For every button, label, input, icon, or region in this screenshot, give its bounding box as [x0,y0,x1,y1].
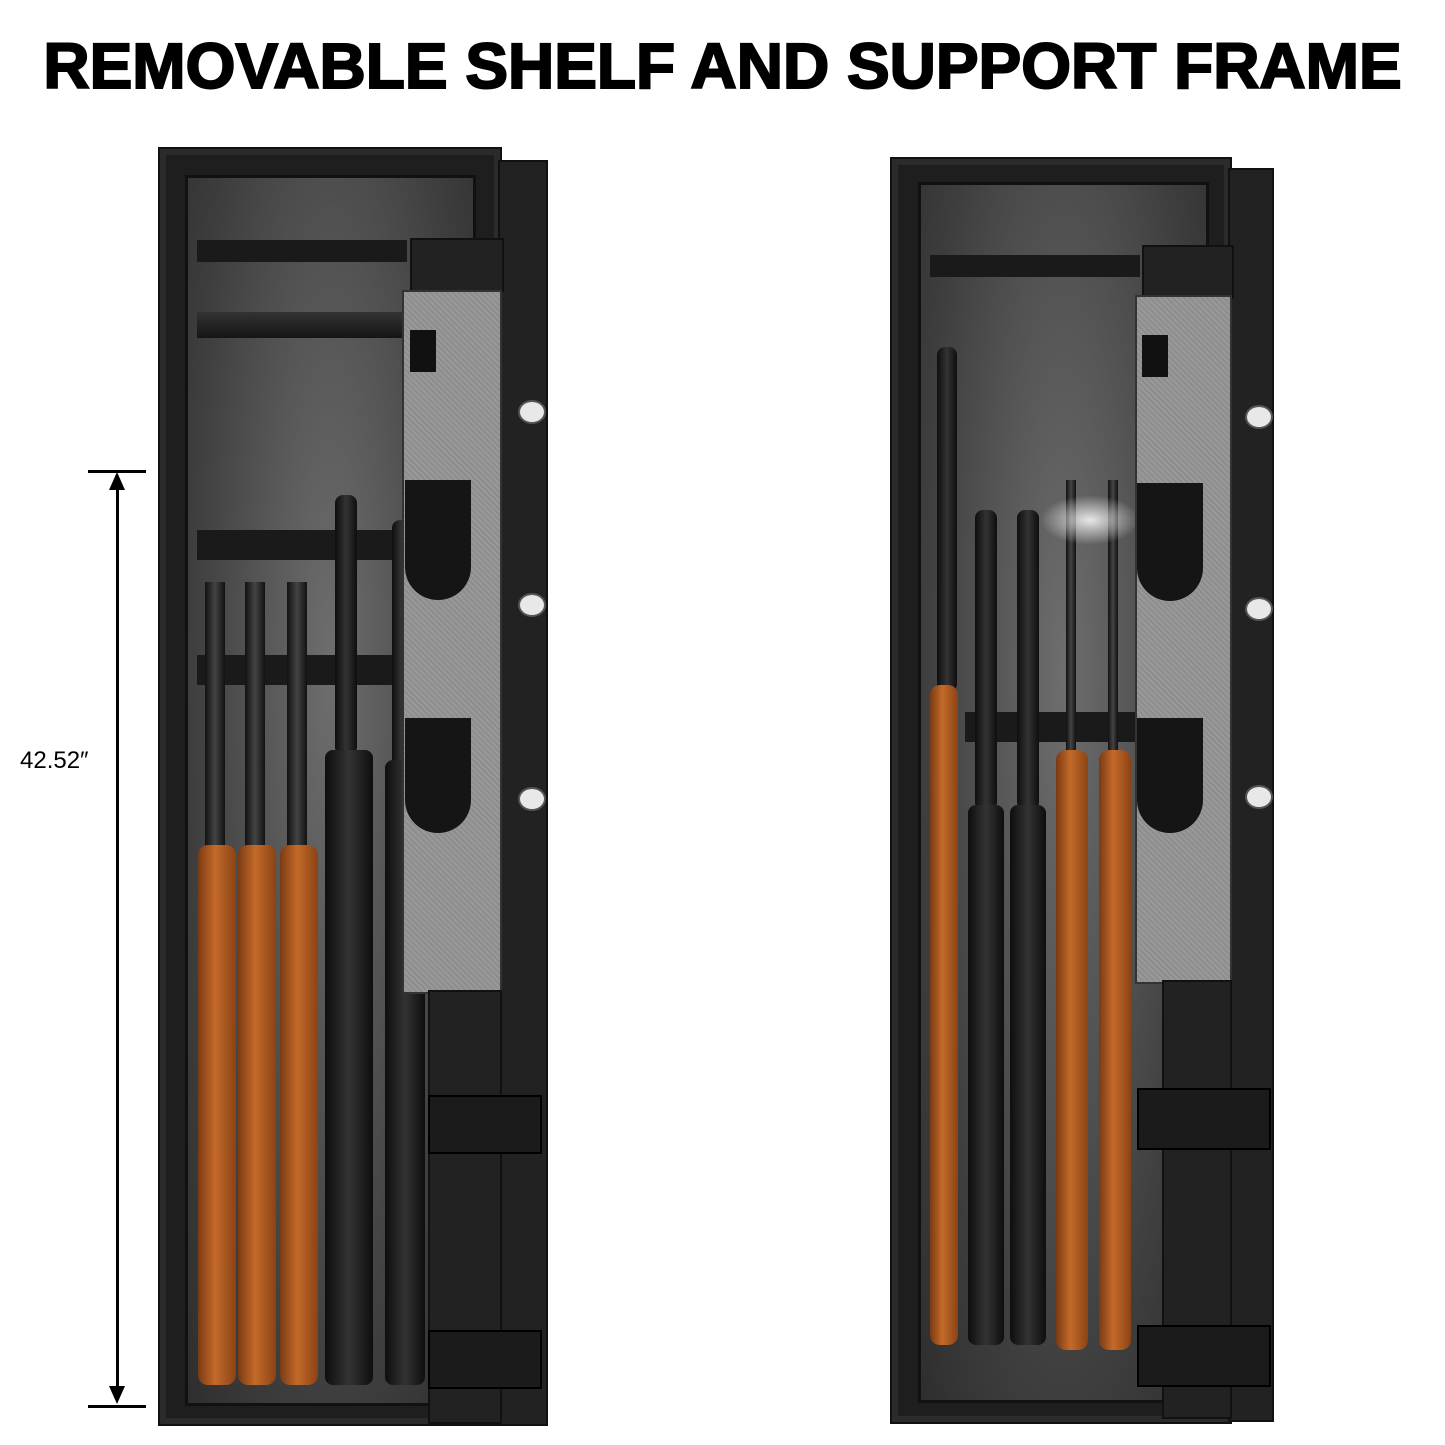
top-barrel-rack [930,255,1140,277]
rifle-barrel [1108,480,1118,755]
locking-bolt [1245,405,1273,429]
locking-bolt [518,787,546,811]
barrel-holder [428,1330,542,1389]
top-barrel-rack [197,240,407,262]
dimension-line [116,480,119,1398]
rifle-stock [238,845,276,1385]
barrel-holder [428,1095,542,1154]
rifle-stock [1056,750,1088,1350]
rifle-barrel [287,582,307,852]
dimension-tick-bottom [88,1405,146,1408]
arrow-up-icon [109,472,125,490]
door-pouch [1137,718,1203,833]
door-hinge-block [1142,245,1234,299]
door-hinge-block [410,238,504,292]
dimension-label: 42.52″ [20,747,110,775]
keypad-box [410,330,436,372]
rifle-barrel [1017,510,1039,810]
barrel-holder [1137,1088,1271,1150]
locking-bolt [518,593,546,617]
shotgun [335,495,357,755]
door-pouch [405,480,471,600]
dimension-tick-top [88,470,146,473]
locking-bolt [518,400,546,424]
rifle-stock [280,845,318,1385]
rifle-stock [1099,750,1131,1350]
rifle-barrel [205,582,225,852]
headline-wrap: REMOVABLE SHELF AND SUPPORT FRAME [0,30,1445,102]
rifle-stock [930,685,958,1345]
rifle-grip [1010,805,1046,1345]
rifle-grip [968,805,1004,1345]
arrow-down-icon [109,1386,125,1404]
mist-effect [1040,495,1140,545]
rifle-barrel [1066,480,1076,755]
headline: REMOVABLE SHELF AND SUPPORT FRAME [42,30,1402,102]
locking-bolt [1245,597,1273,621]
door-pouch [1137,483,1203,601]
removable-shelf [197,312,407,338]
support-frame-upper [197,530,407,560]
rifle-barrel [937,347,957,692]
locking-bolt [1245,785,1273,809]
door-pouch [405,718,471,833]
rifle-stock [198,845,236,1385]
shotgun-stock [325,750,373,1385]
barrel-holder [1137,1325,1271,1387]
rifle-barrel [975,510,997,810]
door-felt-panel [402,290,502,994]
door-felt-panel [1135,295,1232,984]
rifle-barrel [245,582,265,852]
keypad-box [1142,335,1168,377]
